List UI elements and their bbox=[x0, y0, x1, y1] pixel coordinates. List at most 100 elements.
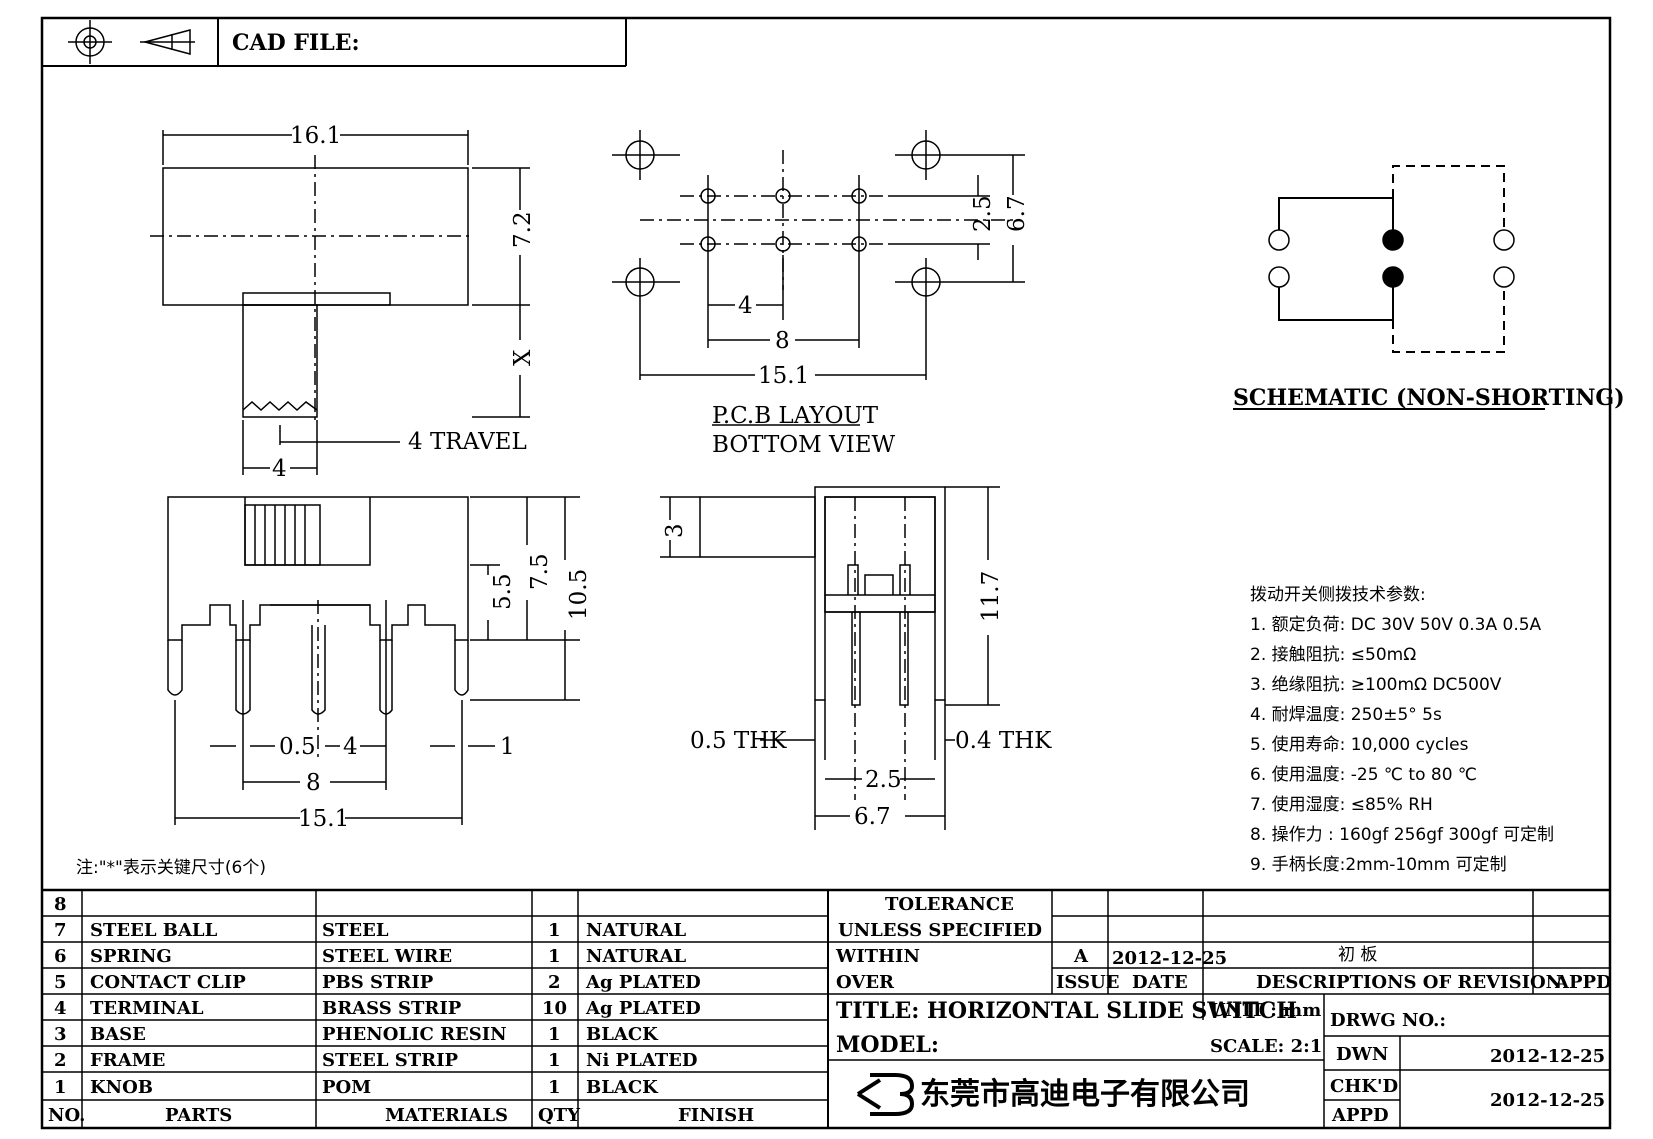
dim-16-1: 16.1 bbox=[290, 123, 341, 149]
side-dim-6-7: 6.7 bbox=[854, 804, 891, 830]
bom-qty: 1 bbox=[548, 920, 561, 941]
bom-part: FRAME bbox=[90, 1050, 165, 1071]
appd-date: 2012-12-25 bbox=[1490, 1090, 1605, 1111]
front-dim-15-1: 15.1 bbox=[298, 806, 349, 832]
front-dim-0-5: 0.5 bbox=[279, 734, 316, 760]
bom-part: CONTACT CLIP bbox=[90, 972, 246, 993]
over-label: OVER bbox=[836, 972, 895, 993]
model-label: MODEL: bbox=[836, 1032, 939, 1058]
travel-label: 4 TRAVEL bbox=[408, 429, 527, 455]
dim-knob-4: 4 bbox=[272, 456, 287, 482]
bom-rows: 8 7 STEEL BALL STEEL 1 NATURAL 6 SPRING … bbox=[48, 894, 754, 1126]
side-dim-11-7: 11.7 bbox=[978, 571, 1004, 622]
bom-material: POM bbox=[322, 1077, 371, 1098]
descriptions-of-revision-label: DESCRIPTIONS OF REVISION bbox=[1256, 972, 1562, 993]
schematic-title: SCHEMATIC (NON-SHORTING) bbox=[1233, 385, 1625, 411]
bom-finish: Ag PLATED bbox=[585, 998, 701, 1019]
chkd-label: CHK'D bbox=[1330, 1076, 1398, 1097]
bom-no: 5 bbox=[54, 972, 67, 993]
pcb-title-line2: BOTTOM VIEW bbox=[712, 432, 895, 458]
dim-7-2: 7.2 bbox=[510, 211, 536, 248]
bom-qty: 1 bbox=[548, 1024, 561, 1045]
company-logo bbox=[856, 1073, 915, 1116]
bom-header-parts: PARTS bbox=[165, 1105, 232, 1126]
bom-qty: 2 bbox=[548, 972, 561, 993]
pcb-title-line1: P.C.B LAYOUT bbox=[712, 403, 879, 429]
bom-material: STEEL STRIP bbox=[322, 1050, 459, 1071]
issue-value: A bbox=[1073, 946, 1089, 967]
bom-qty: 1 bbox=[548, 1050, 561, 1071]
bom-qty: 1 bbox=[548, 946, 561, 967]
bom-header-finish: FINISH bbox=[678, 1105, 754, 1126]
side-view bbox=[660, 486, 1000, 830]
bom-no: 8 bbox=[54, 894, 67, 915]
unless-specified-label: UNLESS SPECIFIED bbox=[838, 920, 1042, 941]
bom-finish: NATURAL bbox=[586, 920, 686, 941]
front-dim-1: 1 bbox=[500, 734, 515, 760]
appd-label: APPD bbox=[1331, 1105, 1389, 1126]
schematic-diagram bbox=[1233, 165, 1545, 410]
pcb-layout-view bbox=[612, 130, 1025, 426]
side-thk-right: 0.4 THK bbox=[955, 728, 1052, 754]
spec-item: 8. 操作力 : 160gf 256gf 300gf 可定制 bbox=[1250, 825, 1554, 845]
bom-header-no: NO. bbox=[48, 1105, 85, 1126]
dwn-label: DWN bbox=[1336, 1044, 1388, 1065]
side-dim-2-5: 2.5 bbox=[865, 767, 902, 793]
bom-qty: 1 bbox=[548, 1077, 561, 1098]
bom-qty: 10 bbox=[542, 998, 567, 1019]
cad-file-label: CAD FILE: bbox=[232, 30, 360, 56]
bom-finish: Ni PLATED bbox=[586, 1050, 697, 1071]
spec-item: 6. 使用温度: -25 ℃ to 80 ℃ bbox=[1250, 764, 1477, 785]
first-angle-projection-icon bbox=[68, 20, 195, 64]
bom-material: PBS STRIP bbox=[322, 972, 434, 993]
front-dim-8: 8 bbox=[306, 770, 321, 796]
top-view bbox=[150, 130, 530, 475]
bom-finish: NATURAL bbox=[586, 946, 686, 967]
front-dim-7-5: 7.5 bbox=[527, 553, 553, 590]
front-dim-4: 4 bbox=[343, 734, 358, 760]
bom-finish: Ag PLATED bbox=[585, 972, 701, 993]
within-label: WITHIN bbox=[835, 946, 920, 967]
drawing-number-label: DRWG NO.: bbox=[1330, 1010, 1446, 1031]
dwn-date: 2012-12-25 bbox=[1490, 1046, 1605, 1067]
date-label: DATE bbox=[1132, 972, 1188, 993]
bom-part: TERMINAL bbox=[90, 998, 204, 1019]
bom-no: 4 bbox=[54, 998, 67, 1019]
bom-no: 2 bbox=[54, 1050, 67, 1071]
dim-x: X bbox=[510, 349, 536, 366]
side-thk-left: 0.5 THK bbox=[690, 728, 787, 754]
unit-label: UNIT : mm bbox=[1210, 1000, 1321, 1021]
side-dim-3: 3 bbox=[662, 523, 688, 538]
bom-finish: BLACK bbox=[586, 1077, 659, 1098]
bom-material: STEEL bbox=[322, 920, 389, 941]
front-dim-5-5: 5.5 bbox=[490, 573, 516, 610]
front-dim-10-5: 10.5 bbox=[566, 569, 592, 620]
front-view bbox=[167, 496, 580, 825]
pcb-dim-8: 8 bbox=[775, 328, 790, 354]
bom-part: KNOB bbox=[90, 1077, 153, 1098]
spec-item: 7. 使用湿度: ≤85% RH bbox=[1250, 794, 1433, 815]
bom-material: STEEL WIRE bbox=[322, 946, 452, 967]
title-block bbox=[828, 890, 1610, 1128]
pcb-dim-4: 4 bbox=[738, 293, 753, 319]
spec-item: 2. 接触阻抗: ≤50mΩ bbox=[1250, 645, 1416, 665]
issue-date: 2012-12-25 bbox=[1112, 948, 1227, 969]
spec-item: 1. 额定负荷: DC 30V 50V 0.3A 0.5A bbox=[1250, 615, 1542, 635]
pcb-dim-15-1: 15.1 bbox=[758, 363, 809, 389]
drawing-title: TITLE: HORIZONTAL SLIDE SWITCH bbox=[836, 998, 1297, 1024]
company-name: 东莞市高迪电子有限公司 bbox=[920, 1077, 1250, 1112]
scale-label: SCALE: 2:1 bbox=[1210, 1036, 1322, 1057]
spec-list: 拨动开关侧拨技术参数: 1. 额定负荷: DC 30V 50V 0.3A 0.5… bbox=[1250, 585, 1554, 875]
bom-no: 6 bbox=[54, 946, 67, 967]
bom-material: BRASS STRIP bbox=[322, 998, 462, 1019]
bom-part: BASE bbox=[90, 1024, 146, 1045]
pcb-dim-2-5: 2.5 bbox=[970, 195, 996, 232]
header-block: CAD FILE: bbox=[42, 18, 627, 67]
tolerance-label: TOLERANCE bbox=[885, 894, 1014, 915]
bom-table bbox=[42, 888, 1610, 1128]
issue-label: ISSUE bbox=[1056, 972, 1119, 993]
appd-header-label: APPD bbox=[1554, 972, 1612, 993]
bom-no: 1 bbox=[54, 1077, 67, 1098]
bom-no: 7 bbox=[54, 920, 67, 941]
